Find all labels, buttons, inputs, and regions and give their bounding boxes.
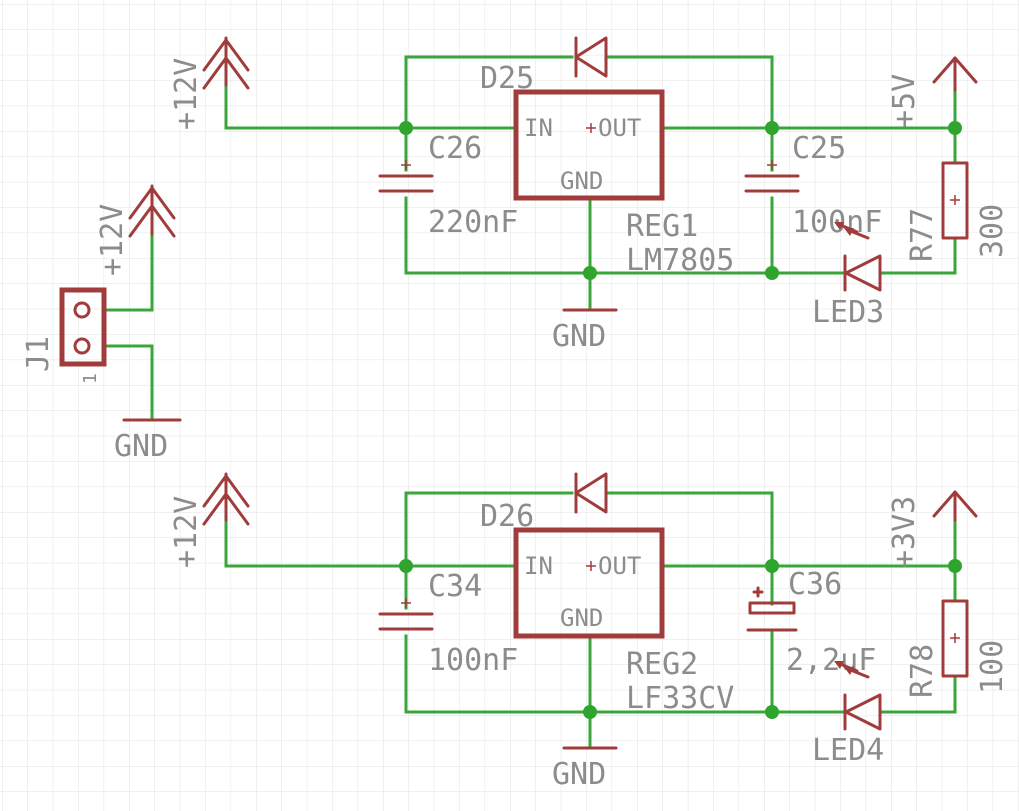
supply-5v-label: +5V <box>887 74 922 128</box>
capacitor-c34-value: 100nF <box>428 643 518 678</box>
supply-12v-symbol <box>202 472 250 526</box>
capacitor-c34-name: C34 <box>428 569 482 604</box>
reg1-pin-out: OUT <box>598 114 641 142</box>
reg1-pin-gnd: GND <box>560 167 603 195</box>
junction-dot <box>765 559 779 573</box>
junction-dot <box>765 121 779 135</box>
reg2-pin-gnd: GND <box>560 604 603 632</box>
junction-dot <box>948 121 962 135</box>
regulator-reg2-name: REG2 <box>626 647 698 682</box>
regulator-reg1-value: LM7805 <box>626 243 734 278</box>
capacitor-c34 <box>378 598 434 631</box>
junction-dot <box>583 705 597 719</box>
supply-12v-symbol <box>128 184 176 238</box>
junction-dot <box>948 559 962 573</box>
ground-label: GND <box>114 429 168 464</box>
connector-pin <box>73 337 91 355</box>
connector-pin1-mark: 1 <box>80 373 101 384</box>
connector-j1-circuit: +12V J1 1 GND <box>21 184 182 464</box>
bottom-regulator-circuit: +12V D26 IN OUT GND REG2 LF33CV C34 100n… <box>169 472 1010 792</box>
junction-dot <box>765 266 779 280</box>
junction-dot <box>399 559 413 573</box>
ground-label: GND <box>552 319 606 354</box>
reg2-pin-out: OUT <box>598 552 641 580</box>
capacitor-c26-value: 220nF <box>428 205 518 240</box>
led-led3 <box>834 222 882 292</box>
led-led3-label: LED3 <box>812 295 884 330</box>
ground-label: GND <box>552 757 606 792</box>
resistor-r77-value: 300 <box>975 204 1010 258</box>
regulator-reg2 <box>513 527 665 639</box>
junction-dot <box>399 121 413 135</box>
junction-dot <box>583 266 597 280</box>
regulator-reg2-value: LF33CV <box>626 681 734 716</box>
supply-3v3-label: +3V3 <box>887 496 922 568</box>
supply-12v-symbol <box>202 36 250 90</box>
top-regulator-circuit: +12V D25 IN OUT GND REG1 LM7805 C26 220n… <box>169 36 1010 354</box>
connector-pin <box>73 301 91 319</box>
supply-12v-label: +12V <box>169 496 204 568</box>
resistor-r78-name: R78 <box>905 644 940 698</box>
capacitor-c36-electrolytic <box>746 586 798 632</box>
capacitor-c36-value: 2,2uF <box>786 643 876 678</box>
resistor-r78 <box>941 599 969 678</box>
regulator-reg1-name: REG1 <box>626 209 698 244</box>
diode-d25 <box>574 36 608 78</box>
resistor-r78-value: 100 <box>975 640 1010 694</box>
connector-j1-label: J1 <box>21 336 56 372</box>
supply-12v-label: +12V <box>169 58 204 130</box>
resistor-r77-name: R77 <box>905 208 940 262</box>
capacitor-c25 <box>744 160 800 193</box>
supply-3v3-symbol <box>932 490 978 522</box>
capacitor-c26 <box>378 160 434 193</box>
supply-12v-label: +12V <box>95 204 130 276</box>
junction-dot <box>765 705 779 719</box>
regulator-reg1 <box>513 89 665 201</box>
reg1-pin-in: IN <box>524 114 553 142</box>
capacitor-c25-name: C25 <box>792 131 846 166</box>
led-led4-label: LED4 <box>812 733 884 768</box>
diode-d26 <box>574 472 608 514</box>
led-led4 <box>834 661 882 731</box>
reg2-pin-in: IN <box>524 552 553 580</box>
capacitor-c26-name: C26 <box>428 131 482 166</box>
resistor-r77 <box>941 161 969 240</box>
connector-j1 <box>59 287 107 367</box>
supply-5v-symbol <box>932 56 978 92</box>
capacitor-c36-name: C36 <box>788 567 842 602</box>
